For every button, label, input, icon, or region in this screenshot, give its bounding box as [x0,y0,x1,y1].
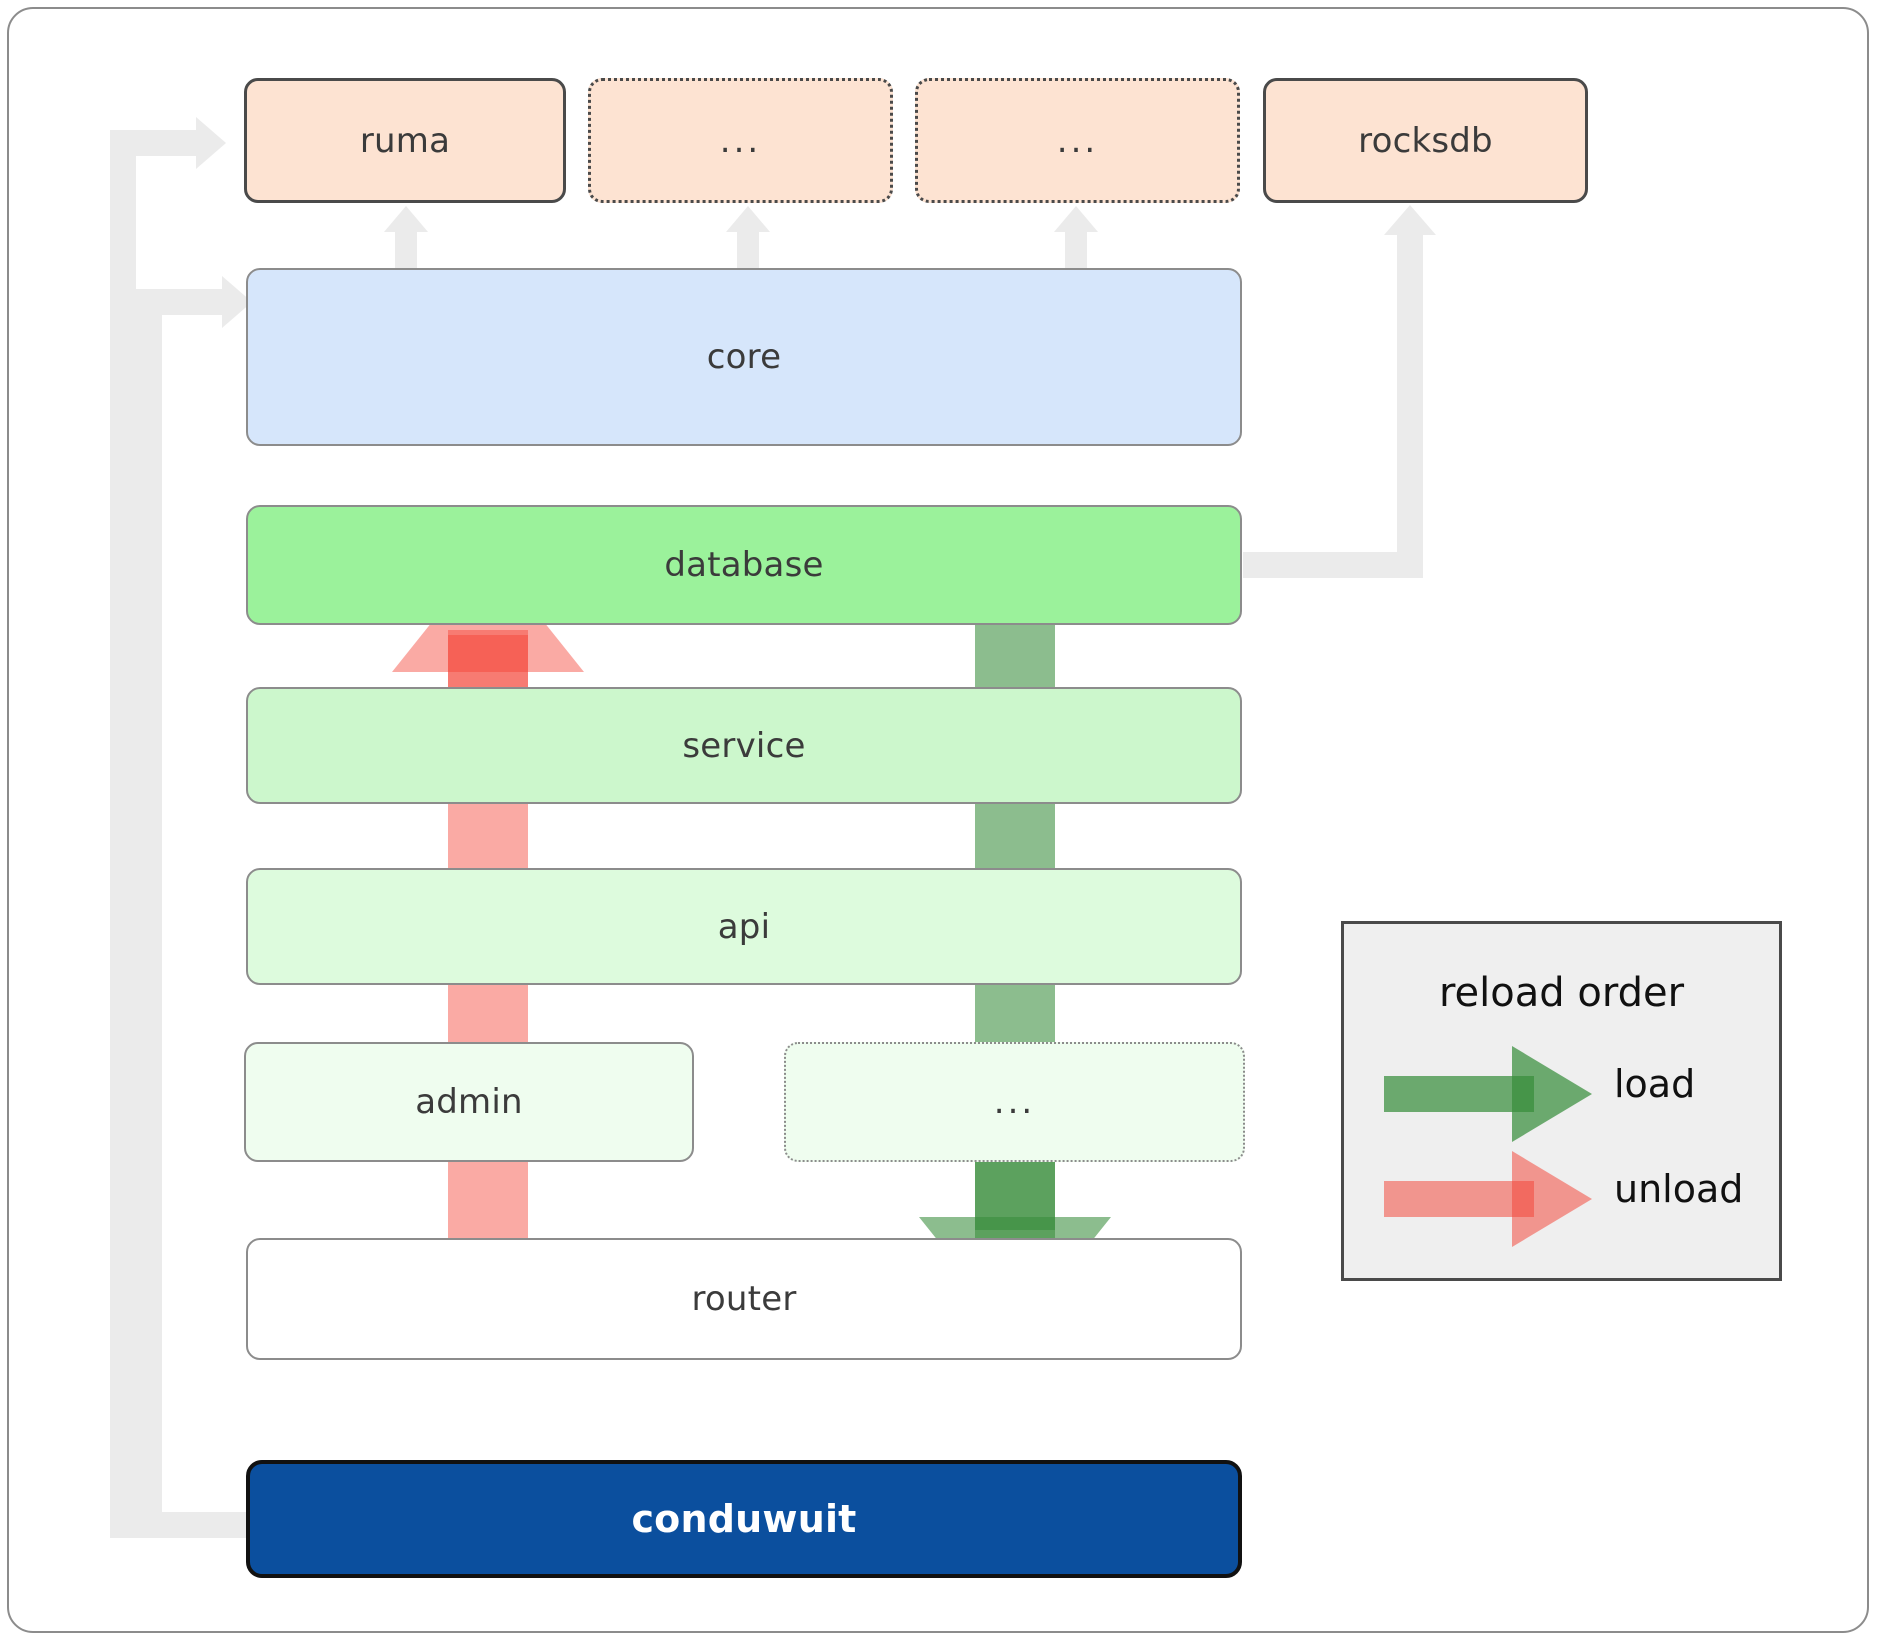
crate-box-service[interactable]: service [246,687,1242,804]
crate-box-ext1[interactable]: ... [588,78,893,203]
crate-box-ruma[interactable]: ruma [244,78,566,203]
arrow-core-to-ext1-shaft [737,232,759,270]
crate-label-core: core [706,337,782,377]
crate-label-ruma: ruma [359,120,451,161]
crate-label-router: router [691,1279,797,1319]
legend-row-unload: unload [1344,1151,1779,1247]
crate-box-core[interactable]: core [246,268,1242,446]
crate-label-database: database [664,545,824,585]
binary-label-conduwuit: conduwuit [631,1497,857,1541]
crate-label-service: service [682,725,806,766]
legend-load-arrow-shaft [1384,1076,1534,1112]
connector-conduwuit-to-ruma-horizontal [110,130,200,156]
crate-box-rocksdb[interactable]: rocksdb [1263,78,1588,203]
crate-box-api[interactable]: api [246,868,1242,985]
legend-title: reload order [1438,970,1685,1016]
crate-label-rocksdb: rocksdb [1358,120,1493,161]
crate-box-database[interactable]: database [246,505,1242,625]
connector-database-to-rocksdb-vertical [1397,235,1423,578]
arrow-core-to-ruma-shaft [395,232,417,270]
legend-panel: reload order load unload [1341,921,1782,1281]
crate-box-router[interactable]: router [246,1238,1242,1360]
connector-conduwuit-to-core-horizontal [136,289,226,315]
crate-box-admin[interactable]: admin [244,1042,694,1162]
crate-label-api: api [717,906,771,947]
crate-label-ext2: ... [1056,120,1099,161]
arrow-core-to-ext1-head [726,206,770,232]
crate-box-admin-ext[interactable]: ... [784,1042,1245,1162]
connector-conduwuit-to-ruma-vertical [110,130,136,1538]
legend-unload-arrow-shaft [1384,1181,1534,1217]
diagram-frame [7,7,1869,1633]
connector-conduwuit-to-core-vertical [136,289,162,1538]
connector-arrowhead-rocksdb [1384,205,1436,235]
legend-load-label: load [1614,1062,1696,1106]
arrow-core-to-ext2-shaft [1065,232,1087,270]
legend-unload-label: unload [1614,1167,1744,1211]
crate-box-ext2[interactable]: ... [915,78,1240,203]
arrow-core-to-ext2-head [1054,206,1098,232]
connector-database-to-rocksdb-horizontal [1243,552,1423,578]
binary-box-conduwuit[interactable]: conduwuit [246,1460,1242,1578]
load-arrow-notch [975,1150,1055,1240]
legend-row-load: load [1344,1046,1779,1142]
arrow-core-to-ruma-head [384,206,428,232]
legend-unload-arrow-head [1512,1151,1592,1247]
crate-label-ext1: ... [719,120,762,161]
crate-label-admin-ext: ... [993,1082,1036,1122]
crate-label-admin: admin [415,1082,523,1122]
legend-load-arrow-head [1512,1046,1592,1142]
connector-arrowhead-ruma [196,117,226,169]
